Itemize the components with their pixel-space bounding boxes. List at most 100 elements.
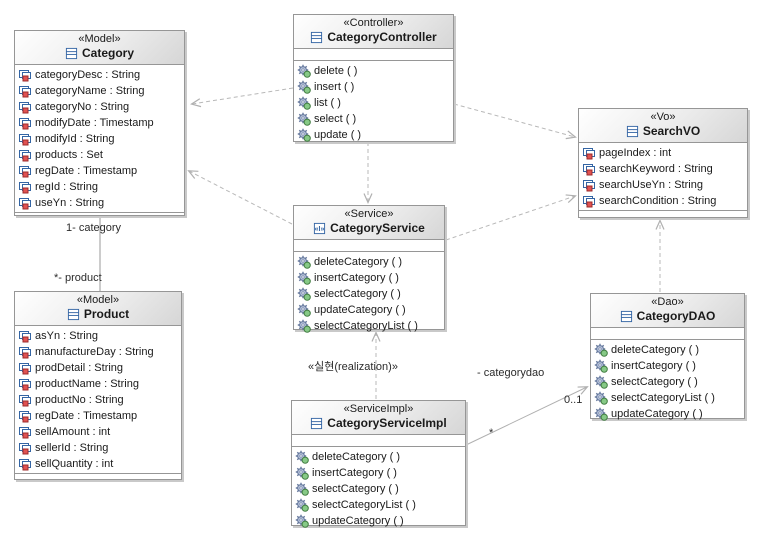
field-icon <box>582 178 596 192</box>
operation-row: selectCategoryList ( ) <box>292 497 465 513</box>
operation-row: insertCategory ( ) <box>294 270 444 286</box>
attributes-compartment-empty <box>591 328 744 340</box>
multiplicity-dao[interactable]: 0..1 <box>564 394 583 406</box>
method-icon <box>297 319 311 333</box>
method-icon <box>295 514 309 528</box>
dependency-service-to-searchvo[interactable] <box>445 194 577 241</box>
class-header: «Model» Product <box>15 292 181 326</box>
operations-compartment-empty <box>579 210 747 217</box>
attribute-row: categoryNo : String <box>15 99 184 115</box>
method-icon <box>594 343 608 357</box>
multiplicity-impl[interactable]: * <box>489 427 494 439</box>
attribute-row: products : Set <box>15 147 184 163</box>
attributes-compartment: asYn : String manufactureDay : String pr… <box>15 326 181 473</box>
method-icon <box>297 255 311 269</box>
attributes-compartment-empty <box>294 49 453 61</box>
association-role-product[interactable]: *- product <box>54 272 102 284</box>
operation-row: updateCategory ( ) <box>292 513 465 529</box>
field-icon <box>582 162 596 176</box>
operation-row: insertCategory ( ) <box>591 358 744 374</box>
attribute-row: searchUseYn : String <box>579 177 747 193</box>
association-role-category[interactable]: 1- category <box>66 222 122 234</box>
field-icon <box>18 116 32 130</box>
operations-compartment: deleteCategory ( ) insertCategory ( ) se… <box>591 340 744 423</box>
operation-row: selectCategory ( ) <box>294 286 444 302</box>
method-icon <box>297 96 311 110</box>
stereotype-label: «Vo» <box>650 111 676 123</box>
method-icon <box>297 303 311 317</box>
method-icon <box>594 407 608 421</box>
class-category[interactable]: «Model» Category categoryDesc : String c… <box>14 30 185 216</box>
method-icon <box>295 450 309 464</box>
class-product[interactable]: «Model» Product asYn : String manufactur… <box>14 291 182 480</box>
operations-compartment-empty <box>15 212 184 215</box>
stereotype-label: «Controller» <box>343 17 404 29</box>
attribute-row: useYn : String <box>15 195 184 211</box>
field-icon <box>582 146 596 160</box>
method-icon <box>295 482 309 496</box>
class-icon <box>310 31 323 44</box>
attribute-row: asYn : String <box>15 328 181 344</box>
attribute-row: modifyDate : Timestamp <box>15 115 184 131</box>
class-name: CategoryService <box>330 221 425 235</box>
attribute-row: productNo : String <box>15 392 181 408</box>
operation-row: selectCategoryList ( ) <box>591 390 744 406</box>
class-category-controller[interactable]: «Controller» CategoryController delete (… <box>293 14 454 142</box>
attributes-compartment: pageIndex : int searchKeyword : String s… <box>579 143 747 210</box>
field-icon <box>18 345 32 359</box>
operation-row: deleteCategory ( ) <box>292 449 465 465</box>
realization-label[interactable]: «실현(realization)» <box>308 361 398 373</box>
class-search-vo[interactable]: «Vo» SearchVO pageIndex : int searchKeyw… <box>578 108 748 218</box>
class-icon <box>65 47 78 60</box>
operation-row: updateCategory ( ) <box>591 406 744 422</box>
class-name: SearchVO <box>642 124 701 138</box>
field-icon <box>18 68 32 82</box>
operations-compartment: deleteCategory ( ) insertCategory ( ) se… <box>294 252 444 335</box>
attributes-compartment-empty <box>292 435 465 447</box>
stereotype-label: «Service» <box>344 208 394 220</box>
class-category-dao[interactable]: «Dao» CategoryDAO deleteCategory ( ) ins… <box>590 293 745 419</box>
operations-compartment-empty <box>15 473 181 479</box>
operation-row: selectCategory ( ) <box>591 374 744 390</box>
field-icon <box>18 132 32 146</box>
method-icon <box>295 498 309 512</box>
operation-row: delete ( ) <box>294 63 453 79</box>
field-icon <box>18 457 32 471</box>
attribute-row: pageIndex : int <box>579 145 747 161</box>
field-icon <box>18 164 32 178</box>
field-icon <box>18 441 32 455</box>
field-icon <box>18 148 32 162</box>
method-icon <box>297 271 311 285</box>
class-name: CategoryController <box>327 30 437 44</box>
operation-row: selectCategoryList ( ) <box>294 318 444 334</box>
method-icon <box>297 64 311 78</box>
method-icon <box>594 359 608 373</box>
method-icon <box>295 466 309 480</box>
stereotype-label: «Model» <box>78 33 121 45</box>
class-category-service[interactable]: «Service» CategoryService deleteCategory… <box>293 205 445 330</box>
dependency-controller-to-searchvo[interactable] <box>453 103 577 140</box>
operations-compartment: deleteCategory ( ) insertCategory ( ) se… <box>292 447 465 530</box>
method-icon <box>297 80 311 94</box>
field-icon <box>18 100 32 114</box>
stereotype-label: «Dao» <box>651 296 684 308</box>
attributes-compartment: categoryDesc : String categoryName : Str… <box>15 65 184 212</box>
attribute-row: sellAmount : int <box>15 424 181 440</box>
operation-row: deleteCategory ( ) <box>294 254 444 270</box>
field-icon <box>18 329 32 343</box>
dependency-controller-to-category[interactable] <box>190 87 294 108</box>
class-icon <box>310 417 323 430</box>
class-header: «Service» CategoryService <box>294 206 444 240</box>
class-header: «ServiceImpl» CategoryServiceImpl <box>292 401 465 435</box>
field-icon <box>18 425 32 439</box>
operation-row: insert ( ) <box>294 79 453 95</box>
attribute-row: categoryDesc : String <box>15 67 184 83</box>
class-category-service-impl[interactable]: «ServiceImpl» CategoryServiceImpl delete… <box>291 400 466 526</box>
association-role-categorydao[interactable]: - categorydao <box>477 367 545 379</box>
operation-row: update ( ) <box>294 127 453 143</box>
dependency-service-to-category[interactable] <box>187 170 293 225</box>
method-icon <box>297 112 311 126</box>
stereotype-label: «ServiceImpl» <box>343 403 414 415</box>
operations-compartment: delete ( ) insert ( ) list ( ) select ( … <box>294 61 453 144</box>
operation-row: deleteCategory ( ) <box>591 342 744 358</box>
